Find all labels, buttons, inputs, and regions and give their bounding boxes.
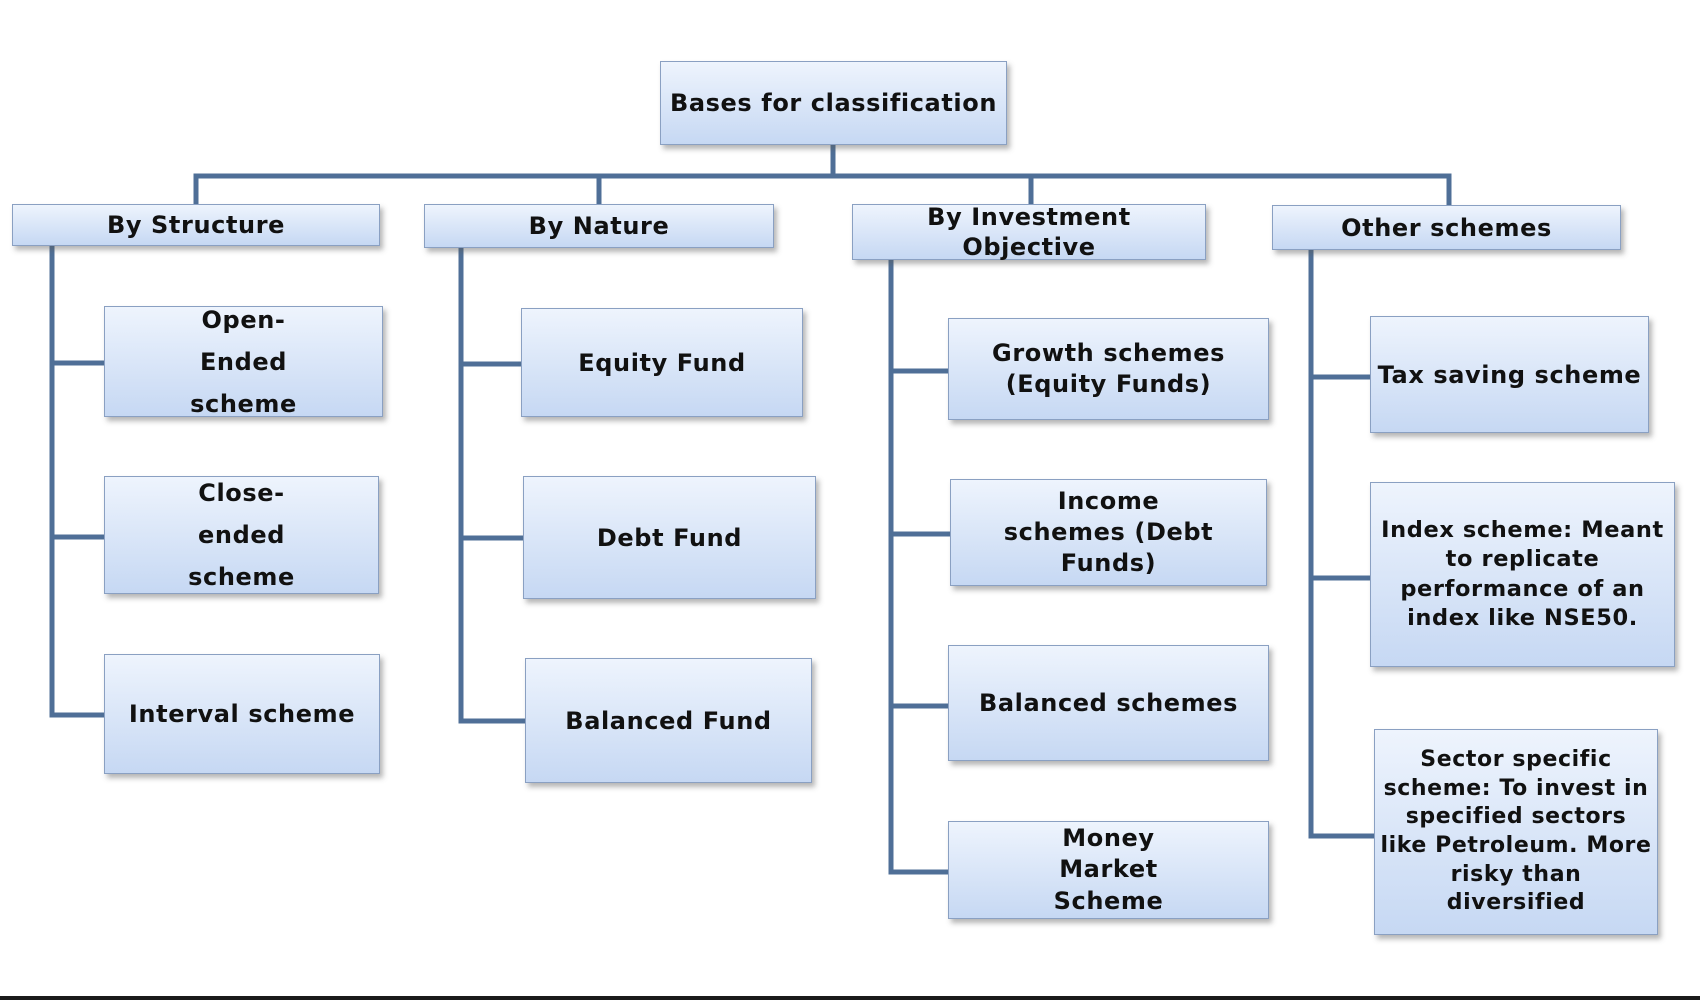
category-label: By Nature	[528, 212, 670, 240]
category-label: By Structure	[106, 211, 286, 239]
close-ended-scheme-box: Close-ended scheme	[104, 476, 379, 594]
income-schemes-box: Income schemes (Debt Funds)	[950, 479, 1267, 586]
node-label: Balanced Fund	[565, 706, 772, 735]
debt-fund-box: Debt Fund	[523, 476, 816, 599]
tax-saving-scheme-box: Tax saving scheme	[1370, 316, 1649, 433]
node-label: Interval scheme	[128, 700, 356, 728]
equity-fund-box: Equity Fund	[521, 308, 803, 417]
node-label: Open-Ended scheme	[190, 305, 297, 418]
index-scheme-box: Index scheme: Meant to replicate perform…	[1370, 482, 1675, 667]
node-label: Balanced schemes	[978, 689, 1239, 717]
node-label: Equity Fund	[578, 348, 746, 377]
category-label: Other schemes	[1341, 213, 1552, 242]
root-box: Bases for classification	[660, 61, 1007, 145]
sector-specific-scheme-box: Sector specific scheme: To invest in spe…	[1374, 729, 1658, 935]
category-by-structure: By Structure	[12, 204, 380, 246]
node-label: Index scheme: Meant to replicate perform…	[1381, 517, 1664, 631]
node-label: Income schemes (Debt Funds)	[1003, 486, 1214, 578]
balanced-fund-box: Balanced Fund	[525, 658, 812, 783]
category-by-nature: By Nature	[424, 204, 774, 248]
node-label: Debt Fund	[596, 523, 743, 552]
balanced-schemes-box: Balanced schemes	[948, 645, 1269, 761]
node-label: Close-ended scheme	[188, 479, 295, 591]
money-market-scheme-box: Money Market Scheme	[948, 821, 1269, 919]
node-label: Growth schemes (Equity Funds)	[992, 338, 1225, 398]
category-label: By Investment Objective	[927, 203, 1131, 261]
interval-scheme-box: Interval scheme	[104, 654, 380, 774]
node-label: Money Market Scheme	[1053, 824, 1164, 915]
open-ended-scheme-box: Open-Ended scheme	[104, 306, 383, 418]
category-by-investment-objective: By Investment Objective	[852, 203, 1206, 261]
root-label: Bases for classification	[669, 89, 998, 117]
category-other-schemes: Other schemes	[1272, 205, 1621, 250]
bottom-rule	[0, 996, 1700, 1000]
node-label: Sector specific scheme: To invest in spe…	[1380, 747, 1652, 916]
growth-schemes-box: Growth schemes (Equity Funds)	[948, 318, 1269, 420]
node-label: Tax saving scheme	[1377, 360, 1642, 389]
